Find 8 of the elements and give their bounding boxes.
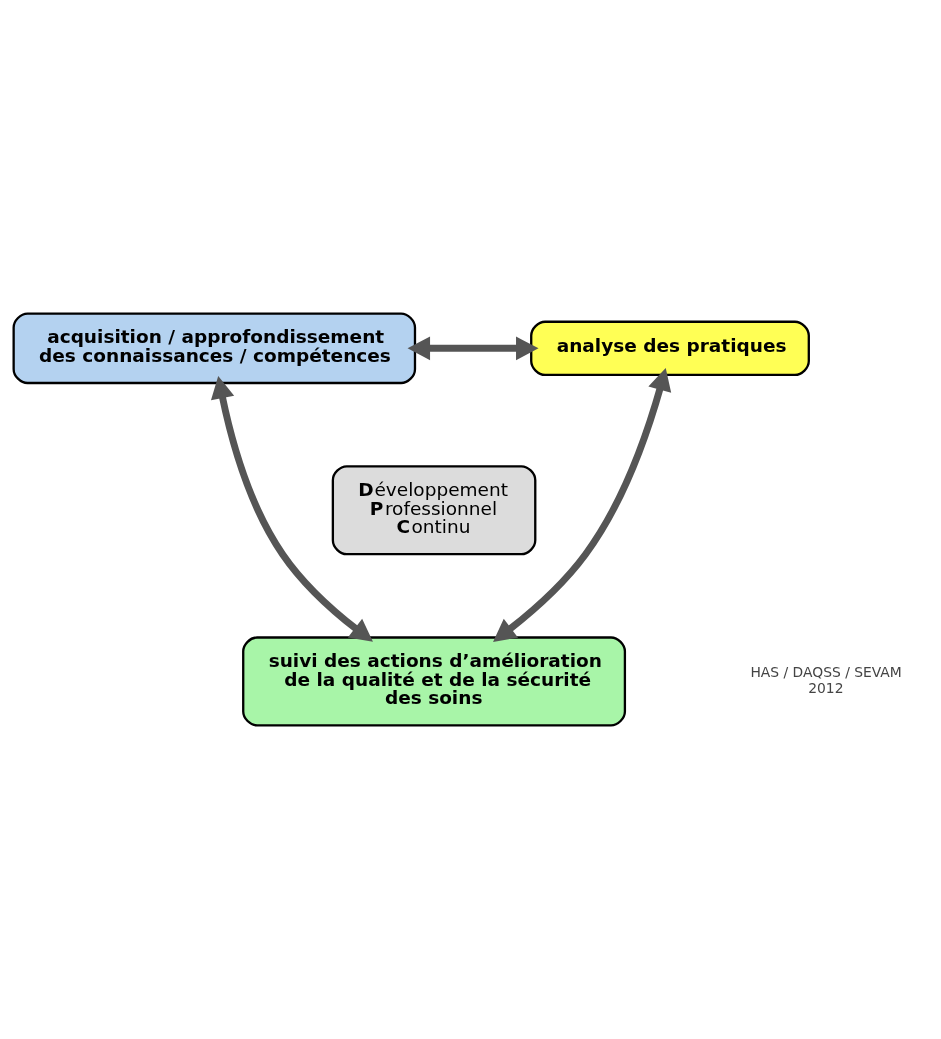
node-box: analyse des pratiques xyxy=(530,320,810,377)
node-box: acquisition / approfondissement des connaissances / compétences xyxy=(12,312,417,385)
arrow xyxy=(210,375,373,642)
arrow xyxy=(407,336,539,361)
node-box: Développement Professionnel Continu xyxy=(331,465,537,556)
node-box: suivi des actions d’amélioration de la qualité et de la sécurité des soins xyxy=(242,636,627,727)
arrow xyxy=(493,367,672,642)
label: HAS / DAQSS / SEVAM 2012 xyxy=(750,664,902,696)
